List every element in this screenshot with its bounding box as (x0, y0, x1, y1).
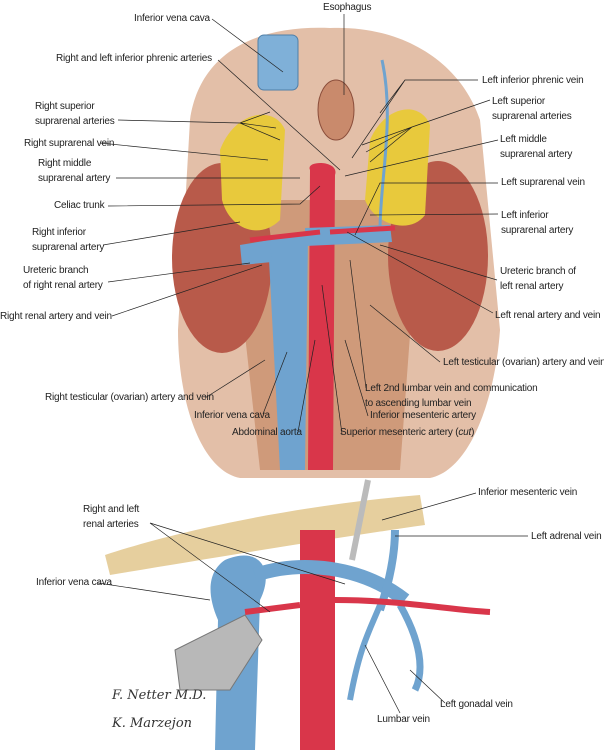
label-text: Superior mesenteric artery ( (340, 427, 459, 438)
label-line: suprarenal artery (32, 242, 105, 253)
left-renal-artery-lower (334, 597, 491, 615)
label-left-middle-suprarenal-artery: Left middle suprarenal artery (500, 132, 572, 162)
label-left-2nd-lumbar-vein: Left 2nd lumbar vein and communication to… (365, 381, 538, 411)
label-line: Left inferior (501, 210, 549, 221)
label-line: Right superior (35, 101, 95, 112)
label-line: left renal artery (500, 281, 564, 292)
abdominal-aorta (308, 163, 336, 470)
label-left-renal-artery-vein: Left renal artery and vein (495, 310, 601, 321)
label-right-renal-artery-vein: Right renal artery and vein (0, 311, 112, 322)
bottom-illustration (105, 479, 491, 750)
ivc-cut-top (257, 34, 299, 91)
label-esophagus: Esophagus (323, 2, 372, 13)
label-left-inferior-suprarenal-artery: Left inferior suprarenal artery (501, 208, 573, 238)
label-line: Right middle (38, 158, 92, 169)
label-inferior-phrenic-arteries: Right and left inferior phrenic arteries (56, 53, 212, 64)
label-left-testicular: Left testicular (ovarian) artery and vei… (443, 357, 604, 368)
label-left-suprarenal-vein: Left suprarenal vein (501, 177, 585, 188)
label-left-gonadal-vein: Left gonadal vein (440, 699, 513, 710)
label-right-middle-suprarenal-artery: Right middle suprarenal artery (38, 156, 110, 186)
label-line: Left 2nd lumbar vein and communication (365, 383, 538, 394)
right-renal-vein (240, 240, 272, 265)
signature-netter: F. Netter M.D. (112, 688, 207, 703)
right-renal-artery-lower (244, 602, 301, 615)
label-ureteric-branch-left: Ureteric branch of left renal artery (500, 264, 576, 294)
label-inferior-vena-cava-bottom: Inferior vena cava (194, 410, 270, 421)
label-left-superior-suprarenal-arteries: Left superior suprarenal arteries (492, 94, 572, 124)
label-right-suprarenal-vein: Right suprarenal vein (24, 138, 115, 149)
label-right-inferior-suprarenal-artery: Right inferior suprarenal artery (32, 225, 104, 255)
retractor-rod (349, 479, 371, 561)
renal-arteries (249, 225, 396, 243)
pancreas (105, 495, 425, 575)
label-cut-italic: cut (458, 427, 472, 438)
label-line: renal arteries (83, 519, 139, 530)
label-line: of right renal artery (23, 280, 103, 291)
label-line: suprarenal artery (38, 173, 111, 184)
label-inferior-mesenteric-vein: Inferior mesenteric vein (478, 487, 578, 498)
label-abdominal-aorta: Abdominal aorta (232, 427, 302, 438)
signature-marzejon: K. Marzejon (112, 716, 193, 731)
label-celiac-trunk: Celiac trunk (54, 200, 105, 211)
label-line: Left middle (500, 134, 547, 145)
leader-lines (97, 14, 528, 714)
inferior-vena-cava (268, 235, 308, 470)
label-renal-arteries: Right and left renal arteries (83, 502, 139, 532)
label-right-superior-suprarenal-arteries: Right superior suprarenal arteries (35, 99, 115, 129)
label-line: to ascending lumbar vein (365, 398, 472, 409)
label-line: Ureteric branch of (500, 266, 576, 277)
label-inferior-mesenteric-artery: Inferior mesenteric artery (370, 410, 476, 421)
top-illustration (172, 27, 500, 478)
label-line: suprarenal artery (501, 225, 574, 236)
gonadal-vein (396, 603, 424, 692)
label-inferior-vena-cava-top: Inferior vena cava (134, 13, 210, 24)
label-line: suprarenal arteries (35, 116, 115, 127)
label-line: Right and left (83, 504, 140, 515)
retractor-clamp (174, 614, 263, 691)
label-line: Left superior (492, 96, 545, 107)
esophagus-cut (317, 79, 355, 141)
label-lumbar-vein: Lumbar vein (377, 714, 430, 725)
label-line: suprarenal arteries (492, 111, 572, 122)
label-left-adrenal-vein: Left adrenal vein (531, 531, 602, 542)
label-line: Ureteric branch (23, 265, 89, 276)
label-inferior-vena-cava-lower: Inferior vena cava (36, 577, 112, 588)
label-text: ) (471, 427, 475, 438)
label-line: suprarenal artery (500, 149, 573, 160)
label-superior-mesenteric-artery: Superior mesenteric artery (cut) (340, 425, 474, 440)
label-right-testicular: Right testicular (ovarian) artery and ve… (45, 392, 214, 403)
label-line: Right inferior (32, 227, 86, 238)
label-left-inferior-phrenic-vein: Left inferior phrenic vein (482, 75, 584, 86)
lumbar-vein-lower (347, 603, 383, 701)
label-ureteric-branch-right: Ureteric branch of right renal artery (23, 263, 103, 293)
right-adrenal-gland (220, 114, 285, 231)
